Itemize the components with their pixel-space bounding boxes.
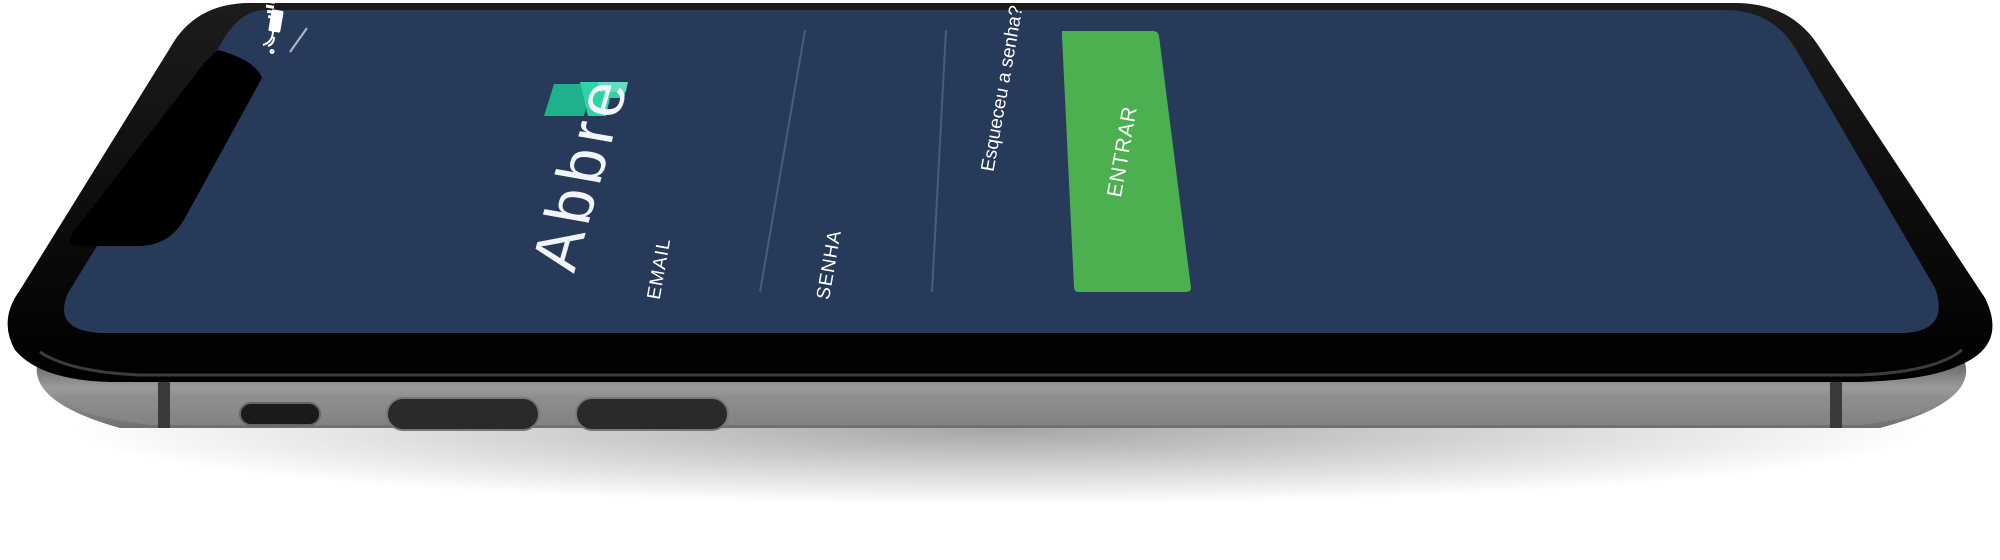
battery-icon	[268, 9, 284, 33]
login-button-shape	[1062, 31, 1191, 292]
volume-down-button	[575, 397, 729, 431]
password-field-label[interactable]: SENHA	[813, 228, 846, 302]
logo-icon	[544, 82, 628, 116]
brand-wordmark: Abbre	[516, 69, 644, 277]
antenna-line-left	[158, 368, 170, 428]
volume-up-button	[386, 397, 540, 431]
silent-switch	[239, 402, 321, 426]
wifi-icon	[262, 30, 275, 54]
forgot-password-link[interactable]: Esqueceu a senha?	[977, 4, 1028, 174]
email-field-underline	[759, 29, 806, 293]
email-field-label[interactable]: EMAIL	[643, 236, 676, 302]
password-field-underline	[931, 29, 947, 293]
login-button[interactable]: ENTRAR	[1103, 104, 1142, 200]
phone-screen	[64, 10, 1939, 333]
status-bar-time-line	[289, 27, 308, 53]
antenna-line-right	[1830, 368, 1842, 428]
phone-notch	[69, 50, 262, 246]
